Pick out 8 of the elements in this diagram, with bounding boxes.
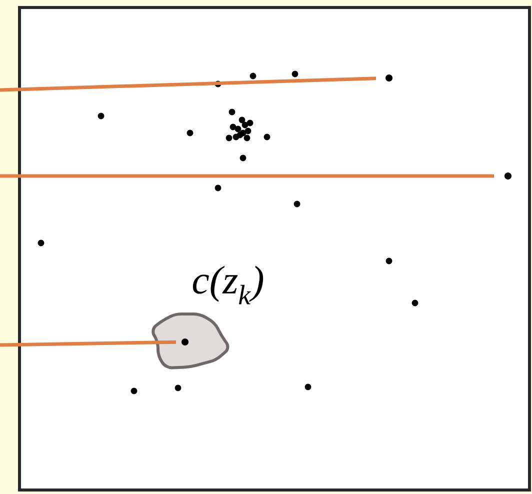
region-blob: c(z$_{k}$) [152,266,264,370]
leader-line [0,174,494,178]
data-point [182,338,188,346]
node-label: c(z$_{k}$) [192,266,264,304]
leader-line [0,76,376,92]
data-point [504,172,512,180]
leader-line [0,340,176,347]
data-point [386,74,392,82]
